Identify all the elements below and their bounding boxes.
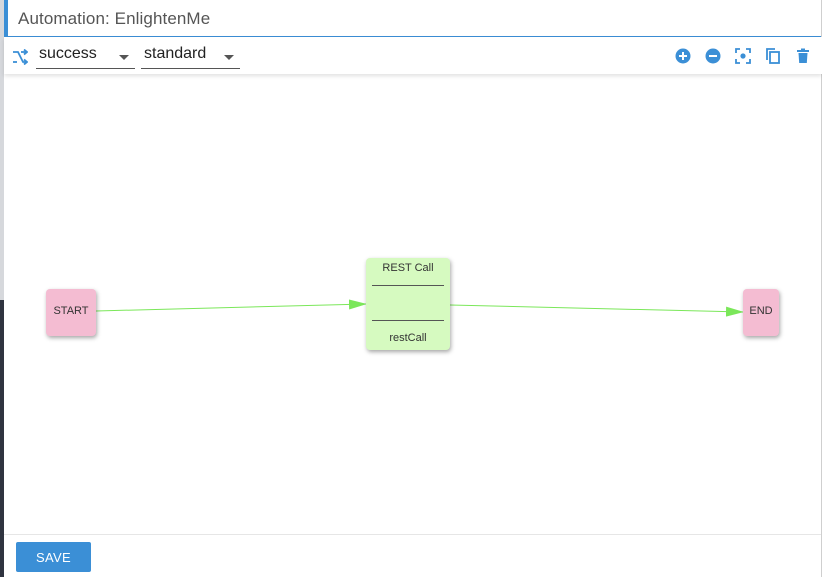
shuffle-icon[interactable]: [12, 49, 28, 65]
dialog-title-bar: Automation: EnlightenMe: [4, 0, 822, 37]
workflow-canvas[interactable]: START REST Call restCall END: [4, 74, 822, 534]
mode-select-value: standard: [144, 45, 207, 62]
zoom-in-icon[interactable]: [674, 47, 692, 65]
save-button[interactable]: SAVE: [16, 542, 91, 572]
workflow-toolbar: success standard: [4, 37, 822, 74]
background-app-strip: [0, 0, 4, 577]
mode-select[interactable]: standard: [141, 43, 240, 69]
rest-call-node[interactable]: REST Call restCall: [366, 258, 450, 350]
chevron-down-icon: [119, 55, 129, 60]
end-node[interactable]: END: [743, 289, 779, 336]
fit-screen-icon[interactable]: [734, 47, 752, 65]
start-node-label: START: [53, 305, 89, 317]
start-node[interactable]: START: [46, 289, 96, 336]
delete-icon[interactable]: [794, 47, 812, 65]
background-app-segment: [0, 0, 4, 300]
chevron-down-icon: [224, 55, 234, 60]
end-node-label: END: [749, 305, 773, 317]
status-select[interactable]: success: [36, 43, 135, 69]
edge-rest-to-end[interactable]: [449, 304, 744, 317]
automation-dialog: Automation: EnlightenMe success standard: [4, 0, 822, 577]
rest-call-node-title: REST Call: [382, 262, 434, 274]
node-divider: [372, 285, 444, 286]
edge-start-to-rest[interactable]: [95, 299, 367, 312]
copy-icon[interactable]: [764, 47, 782, 65]
dialog-title: Automation: EnlightenMe: [18, 9, 211, 28]
workflow-edges: [95, 299, 744, 317]
zoom-out-icon[interactable]: [704, 47, 722, 65]
status-select-value: success: [39, 45, 97, 62]
rest-call-node-name: restCall: [389, 332, 427, 344]
dialog-footer: SAVE: [4, 534, 822, 577]
node-divider: [372, 320, 444, 321]
